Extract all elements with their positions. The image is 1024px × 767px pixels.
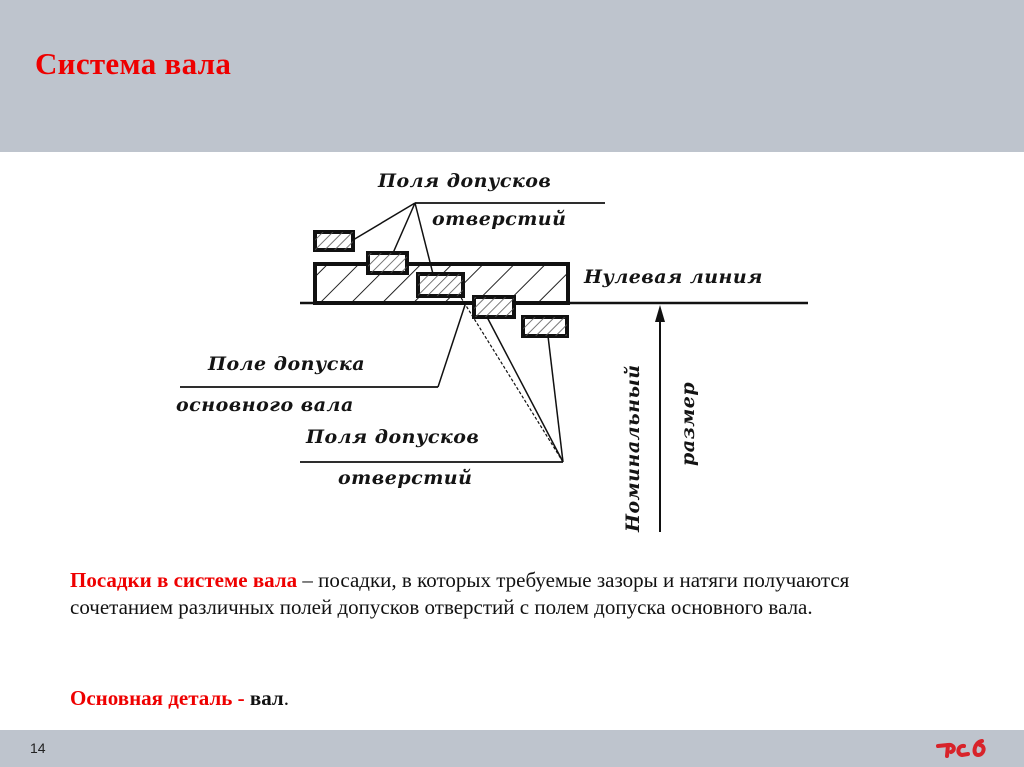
label-hole-fields-bottom-2: отверстий <box>338 467 473 489</box>
label-zero-line: Нулевая линия <box>584 266 763 288</box>
label-nominal-2: размер <box>677 381 699 466</box>
label-shaft-field-2: основного вала <box>176 394 354 416</box>
label-shaft-field-1: Поле допуска <box>208 353 366 375</box>
diagram-graphic <box>180 202 808 532</box>
basis-value: вал <box>249 686 284 710</box>
basis-label: Основная деталь - <box>70 686 250 710</box>
label-hole-fields-bottom-1: Поля допусков <box>306 426 480 448</box>
label-nominal-1: Номинальный <box>622 364 644 532</box>
slide-title: Система вала <box>35 46 232 81</box>
basis-period: . <box>283 686 289 710</box>
definition-term: Посадки в системе вала <box>70 568 298 592</box>
header-band: Система вала <box>0 0 1024 152</box>
shaft-system-diagram: Поля допусков отверстий Нулевая линия По… <box>0 152 1024 552</box>
page-number: 14 <box>30 740 46 756</box>
footer-band: 14 <box>0 730 1024 767</box>
label-hole-fields-top-1: Поля допусков <box>378 170 552 192</box>
basis-part-line: Основная деталь - вал. <box>70 686 289 711</box>
definition-text: – посадки, в которых требуемые зазоры и … <box>70 568 850 619</box>
rzd-logo-icon <box>936 739 986 758</box>
label-hole-fields-top-2: отверстий <box>432 208 567 230</box>
definition-paragraph: Посадки в системе вала – посадки, в кото… <box>70 567 950 621</box>
